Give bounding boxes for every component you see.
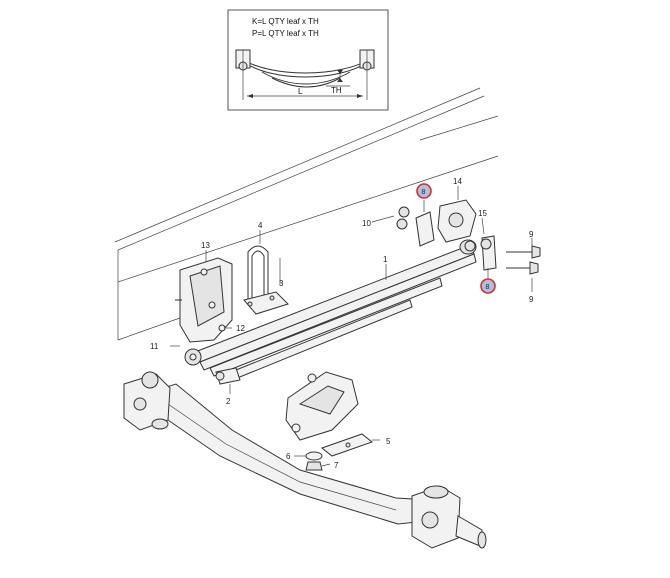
- nut-washer: [305, 451, 323, 471]
- leaf-spring: [184, 239, 477, 382]
- callout-8-upper: 8: [422, 189, 426, 196]
- callout-12: 12: [236, 324, 245, 333]
- chassis-frame-rail: [114, 87, 499, 341]
- inset-frame: [227, 9, 389, 111]
- front-hanger-bracket: [175, 257, 233, 343]
- callout-13: 13: [201, 241, 210, 250]
- inset-dim-thickness: TH: [331, 86, 342, 95]
- callout-15: 15: [478, 209, 487, 218]
- callout-11: 11: [150, 342, 159, 351]
- bolts-9: [506, 245, 541, 275]
- inset-line-1: K=L QTY leaf x TH: [252, 17, 319, 26]
- callout-14: 14: [453, 177, 462, 186]
- callout-4: 4: [258, 221, 263, 230]
- callout-10: 10: [362, 219, 371, 228]
- callout-6: 6: [286, 452, 291, 461]
- callout-7: 7: [334, 461, 339, 470]
- callout-9-upper: 9: [529, 230, 534, 239]
- axle-spring-seat: [285, 371, 374, 457]
- inset-dim-length: L: [298, 87, 303, 96]
- callout-2: 2: [226, 397, 231, 406]
- leader-lines: [170, 186, 533, 467]
- callout-1: 1: [383, 255, 388, 264]
- shackle-pin: [215, 367, 241, 385]
- highlighted-callout-8-lower: 8: [480, 278, 496, 294]
- highlighted-callout-8-upper: 8: [416, 183, 432, 199]
- inset-detail: K=L QTY leaf x TH P=L QTY leaf x TH L TH: [227, 9, 389, 111]
- callout-8-lower: 8: [486, 284, 490, 291]
- rear-shackle-bracket: [396, 199, 497, 271]
- front-axle-beam: [123, 371, 487, 549]
- u-bolt: [243, 245, 289, 315]
- callout-9-lower: 9: [529, 295, 534, 304]
- inset-spring: [235, 49, 375, 100]
- inset-line-2: P=L QTY leaf x TH: [252, 29, 319, 38]
- callout-5: 5: [386, 437, 391, 446]
- callout-3: 3: [279, 279, 284, 288]
